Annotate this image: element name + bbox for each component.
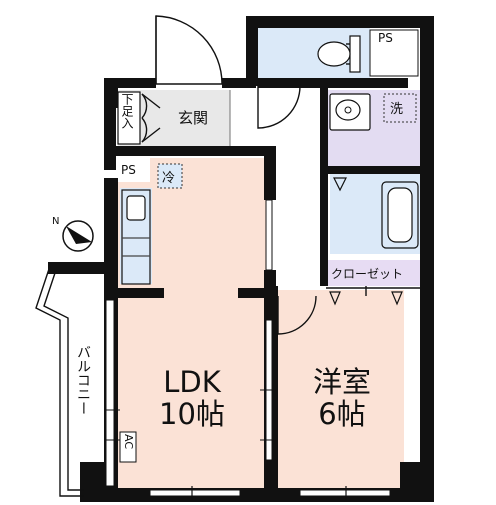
washer-label: 洗 — [390, 102, 403, 117]
closet-band — [326, 260, 420, 286]
closet-doors — [326, 286, 420, 306]
fridge-label: 冷 — [162, 171, 175, 186]
western-room — [276, 290, 404, 492]
ps-left-box — [118, 158, 150, 182]
entrance-door — [155, 15, 223, 85]
closet-label: クローゼット — [331, 267, 403, 281]
ac-unit — [119, 431, 137, 463]
shoe-box-label: 下足入 — [120, 93, 134, 129]
fridge-space — [157, 163, 183, 189]
bathtub — [381, 181, 419, 249]
ldk-size: 10帖 — [159, 397, 225, 431]
toilet-door — [257, 85, 301, 129]
ps-left-label: PS — [121, 163, 136, 177]
kitchen-sink — [121, 189, 151, 285]
ldk-name: LDK — [163, 365, 221, 399]
western-size: 6帖 — [318, 397, 365, 431]
washer-space — [383, 93, 417, 123]
western-door — [277, 295, 317, 335]
ac-label: AC — [122, 434, 135, 450]
shoe-box — [117, 91, 161, 145]
balcony-outline — [35, 265, 84, 497]
north-arrow-icon: N — [52, 216, 94, 252]
toilet-fixture — [317, 35, 361, 73]
ps-top-box — [369, 29, 419, 77]
balcony-label: バルコニー — [75, 345, 91, 415]
western-name: 洋室 — [313, 365, 371, 399]
ps-top-label: PS — [378, 31, 393, 45]
bath-door — [333, 177, 347, 192]
svg-text:N: N — [52, 216, 59, 227]
windows — [104, 199, 391, 500]
entrance-label: 玄関 — [178, 109, 208, 127]
wash-basin — [329, 93, 371, 131]
